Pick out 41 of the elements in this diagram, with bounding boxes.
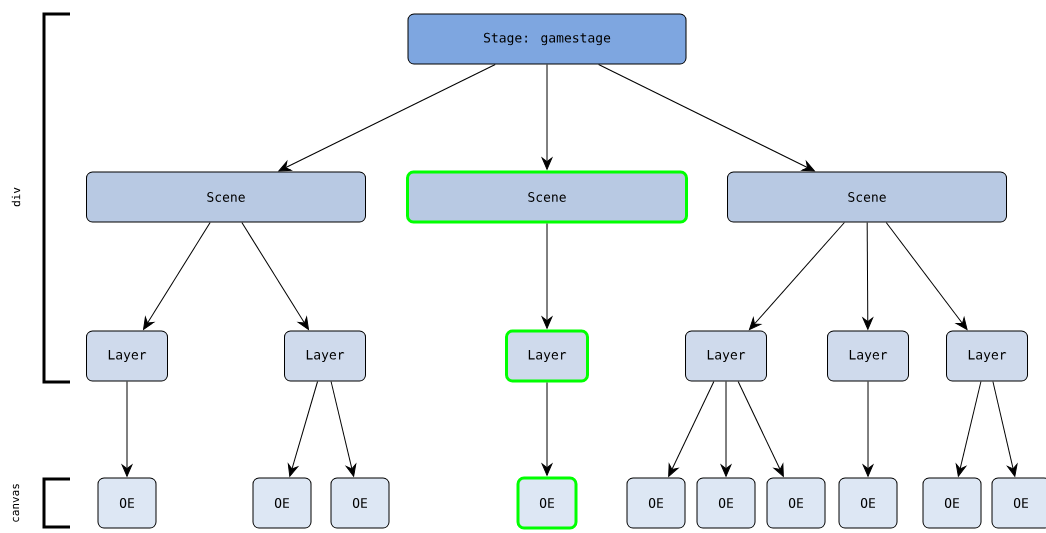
- arrow: [992, 381, 1018, 477]
- layer-box: Layer: [505, 329, 589, 383]
- arrow: [668, 381, 715, 477]
- arrow: [598, 64, 815, 172]
- object-box: OE: [922, 477, 982, 529]
- arrow: [955, 381, 982, 477]
- scene-box: Scene: [406, 170, 688, 224]
- stage-box: Stage: gamestage: [407, 13, 687, 65]
- scene-box: Scene: [86, 171, 366, 223]
- layer-box: Layer: [284, 330, 366, 382]
- arrow: [885, 222, 968, 330]
- arrow: [748, 222, 845, 331]
- bracket-label: div: [11, 187, 21, 207]
- object-box: OE: [838, 477, 898, 529]
- arrow: [330, 381, 357, 477]
- arrow: [541, 64, 553, 170]
- arrow: [862, 381, 874, 477]
- layer-box: Layer: [86, 330, 168, 382]
- arrow: [241, 222, 309, 330]
- object-box: OE: [766, 477, 826, 529]
- object-box: OE: [330, 477, 390, 529]
- object-box: OE: [252, 477, 312, 529]
- arrow: [737, 381, 784, 477]
- arrow: [278, 64, 496, 172]
- arrow: [143, 222, 211, 330]
- object-box: OE: [696, 477, 756, 529]
- bracket-label: canvas: [12, 484, 20, 522]
- arrow: [862, 222, 874, 330]
- arrow: [541, 223, 553, 329]
- object-box: OE: [626, 477, 686, 529]
- object-box: OE: [991, 477, 1046, 529]
- arrow: [541, 382, 553, 476]
- layer-box: Layer: [685, 330, 767, 382]
- layer-box: Layer: [827, 330, 909, 382]
- arrow: [720, 381, 732, 477]
- layer-box: Layer: [946, 330, 1028, 382]
- object-box: OE: [516, 476, 578, 530]
- scene-box: Scene: [727, 171, 1007, 223]
- object-box: OE: [97, 477, 157, 529]
- arrow: [121, 381, 133, 477]
- arrow: [287, 381, 319, 477]
